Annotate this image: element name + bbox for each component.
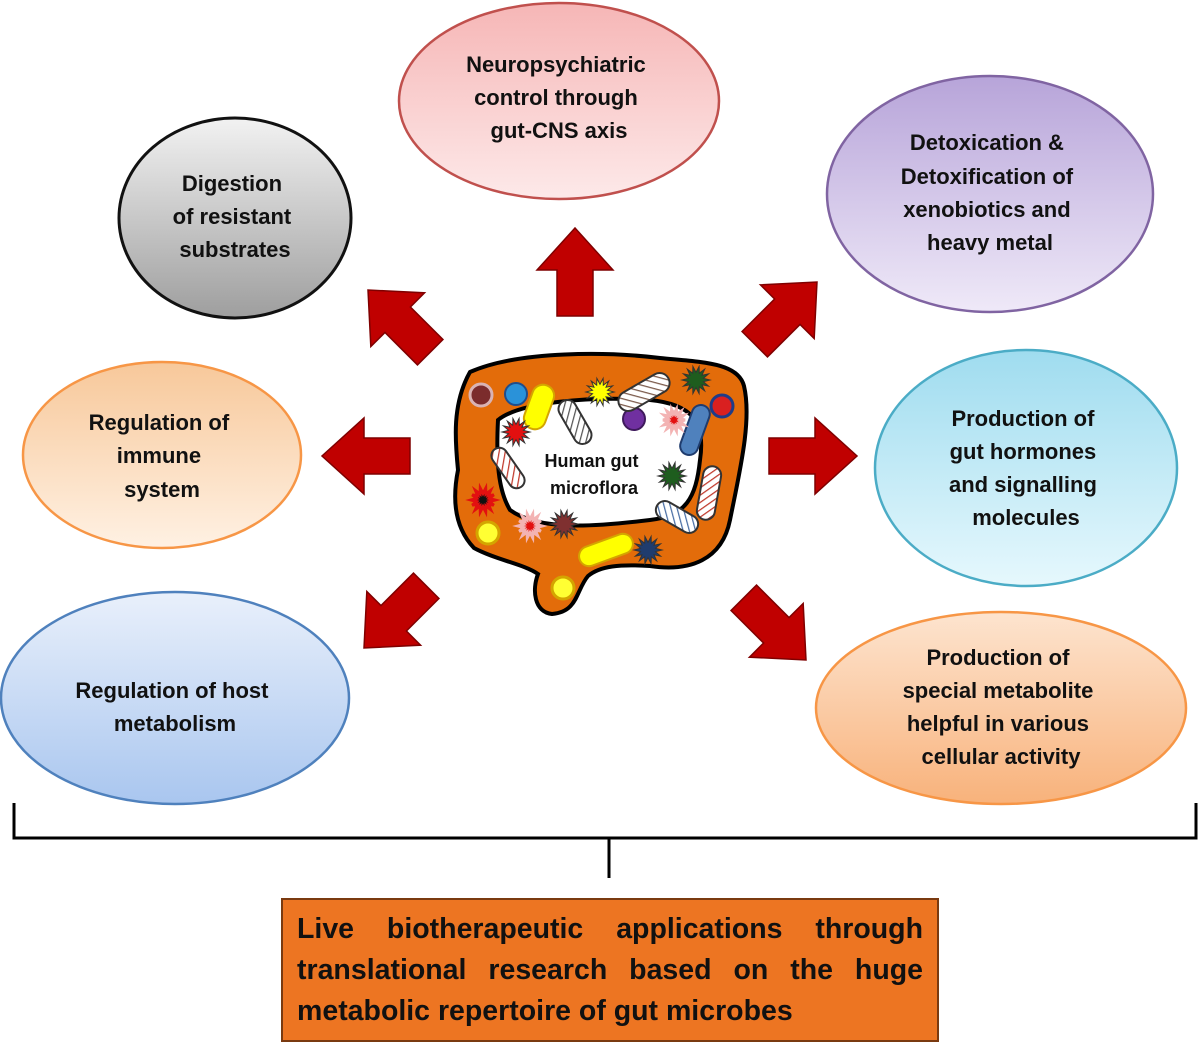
conclusion-text: Live biotherapeutic applications through… <box>297 912 923 1027</box>
microbe-rod <box>695 465 723 521</box>
metabolite-label: Production of special metabolite helpful… <box>903 645 1100 769</box>
arrow-to-metabolism <box>363 571 441 649</box>
center-label: Human gut microflora <box>544 451 643 498</box>
microbe-rod <box>578 532 634 568</box>
microbe-rod <box>654 500 700 534</box>
immune-ellipse <box>21 360 303 550</box>
function-node-immune: Regulation of immune system <box>21 360 303 550</box>
function-node-metabolism: Regulation of host metabolism <box>0 590 351 806</box>
microbe-rod <box>557 399 593 445</box>
gut-illustration: Human gut microflora <box>453 352 749 617</box>
function-node-hormones: Production of gut hormones and signallin… <box>873 348 1179 588</box>
hormones-label: Production of gut hormones and signallin… <box>949 406 1103 530</box>
immune-label: Regulation of immune system <box>89 410 236 502</box>
arrow-to-hormones <box>768 416 859 496</box>
digestion-label: Digestion of resistant substrates <box>173 171 298 262</box>
function-node-neuro: Neuropsychiatric control through gut-CNS… <box>397 1 721 201</box>
function-node-metabolite: Production of special metabolite helpful… <box>814 610 1188 806</box>
digestion-ellipse <box>117 116 353 320</box>
microbe-coccus <box>468 382 494 408</box>
microbe-spiky <box>658 403 690 437</box>
metabolism-label: Regulation of host metabolism <box>75 678 274 736</box>
microbe-coccus <box>550 575 576 601</box>
microbe-coccus <box>475 520 501 546</box>
microbe-coccus <box>504 382 528 406</box>
microbe-spiky <box>512 508 548 544</box>
microbe-spiky <box>500 416 532 448</box>
microbe-rod <box>522 383 556 431</box>
microbe-rod <box>490 446 526 490</box>
metabolism-ellipse <box>0 590 351 806</box>
arrow-to-immune <box>320 416 411 496</box>
microbe-spiky <box>465 482 501 518</box>
microbe-rod <box>679 404 711 456</box>
arrow-to-detox <box>740 281 818 359</box>
microbe-spiky <box>584 376 616 408</box>
microbe-rod <box>617 372 671 412</box>
microbe-coccus <box>709 393 735 419</box>
microbe-spiky <box>680 364 712 396</box>
detox-label: Detoxication & Detoxification of xenobio… <box>901 130 1079 255</box>
detox-ellipse <box>825 74 1155 314</box>
microbe-spiky <box>656 460 688 492</box>
hormones-ellipse <box>873 348 1179 588</box>
bracket-line <box>12 803 1198 840</box>
bracket <box>12 803 1198 878</box>
arrow-to-metabolite <box>729 583 807 661</box>
metabolite-ellipse <box>814 610 1188 806</box>
function-node-digestion: Digestion of resistant substrates <box>117 116 353 320</box>
neuro-label: Neuropsychiatric control through gut-CNS… <box>466 52 652 143</box>
neuro-ellipse <box>397 1 721 201</box>
arrow-to-neuro <box>535 226 615 317</box>
gut-shape <box>453 352 749 617</box>
microbe-spiky <box>632 534 664 566</box>
conclusion-box: Live biotherapeutic applications through… <box>281 898 939 1042</box>
microbe-spiky <box>548 508 580 540</box>
arrow-to-digestion <box>367 289 445 367</box>
function-node-detox: Detoxication & Detoxification of xenobio… <box>825 74 1155 314</box>
spiky-microbes <box>465 364 712 566</box>
